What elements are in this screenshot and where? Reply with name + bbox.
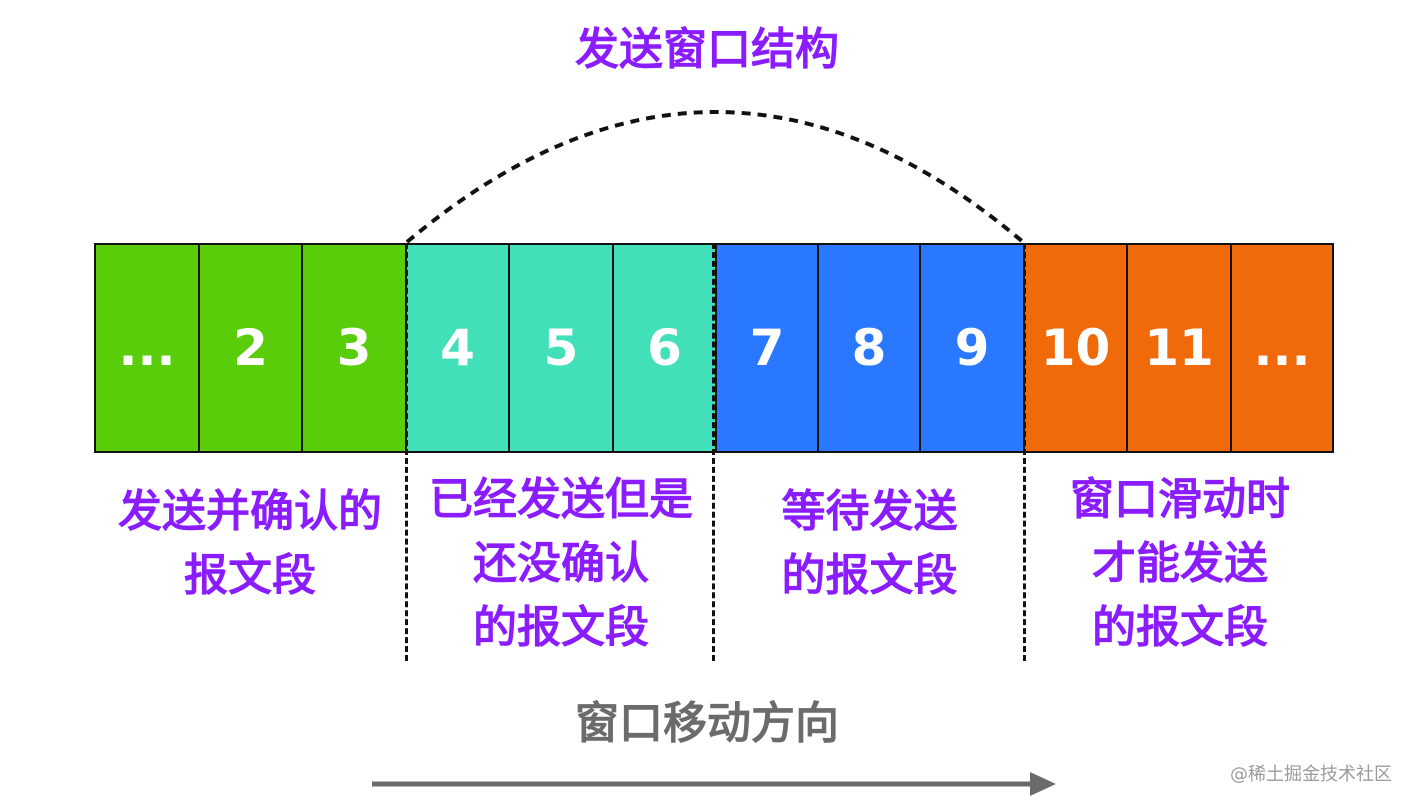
segment-cell: 9 (919, 243, 1025, 453)
direction-arrow-head (1030, 772, 1056, 796)
caption-sent-unacked: 已经发送但是 还没确认 的报文段 (429, 474, 693, 653)
divider-waiting-future (1023, 243, 1026, 661)
segment-cell: 8 (817, 243, 921, 453)
segment-cell: 5 (508, 243, 614, 453)
divider-sent-waiting (712, 243, 715, 661)
caption-acked: 发送并确认的 报文段 (118, 486, 382, 601)
segment-cell: 10 (1023, 243, 1128, 453)
segment-cell: 6 (612, 243, 717, 453)
segment-cell: 7 (715, 243, 819, 453)
segment-row: ... 2 3 4 5 6 7 8 9 10 11 ... (94, 243, 1334, 453)
segment-cell: 2 (198, 243, 303, 453)
caption-waiting: 等待发送 的报文段 (781, 486, 958, 601)
segment-cell: ... (1230, 243, 1334, 453)
direction-label: 窗口移动方向 (575, 698, 839, 749)
segment-cell: 11 (1126, 243, 1232, 453)
caption-future: 窗口滑动时 才能发送 的报文段 (1070, 474, 1290, 653)
segment-cell: 4 (405, 243, 510, 453)
window-bracket-arc (405, 110, 1025, 244)
watermark: @稀土掘金技术社区 (1230, 764, 1392, 785)
segment-cell: 3 (301, 243, 407, 453)
segment-cell: ... (94, 243, 200, 453)
diagram-title: 发送窗口结构 (575, 24, 839, 75)
divider-acked-sent (405, 243, 408, 661)
